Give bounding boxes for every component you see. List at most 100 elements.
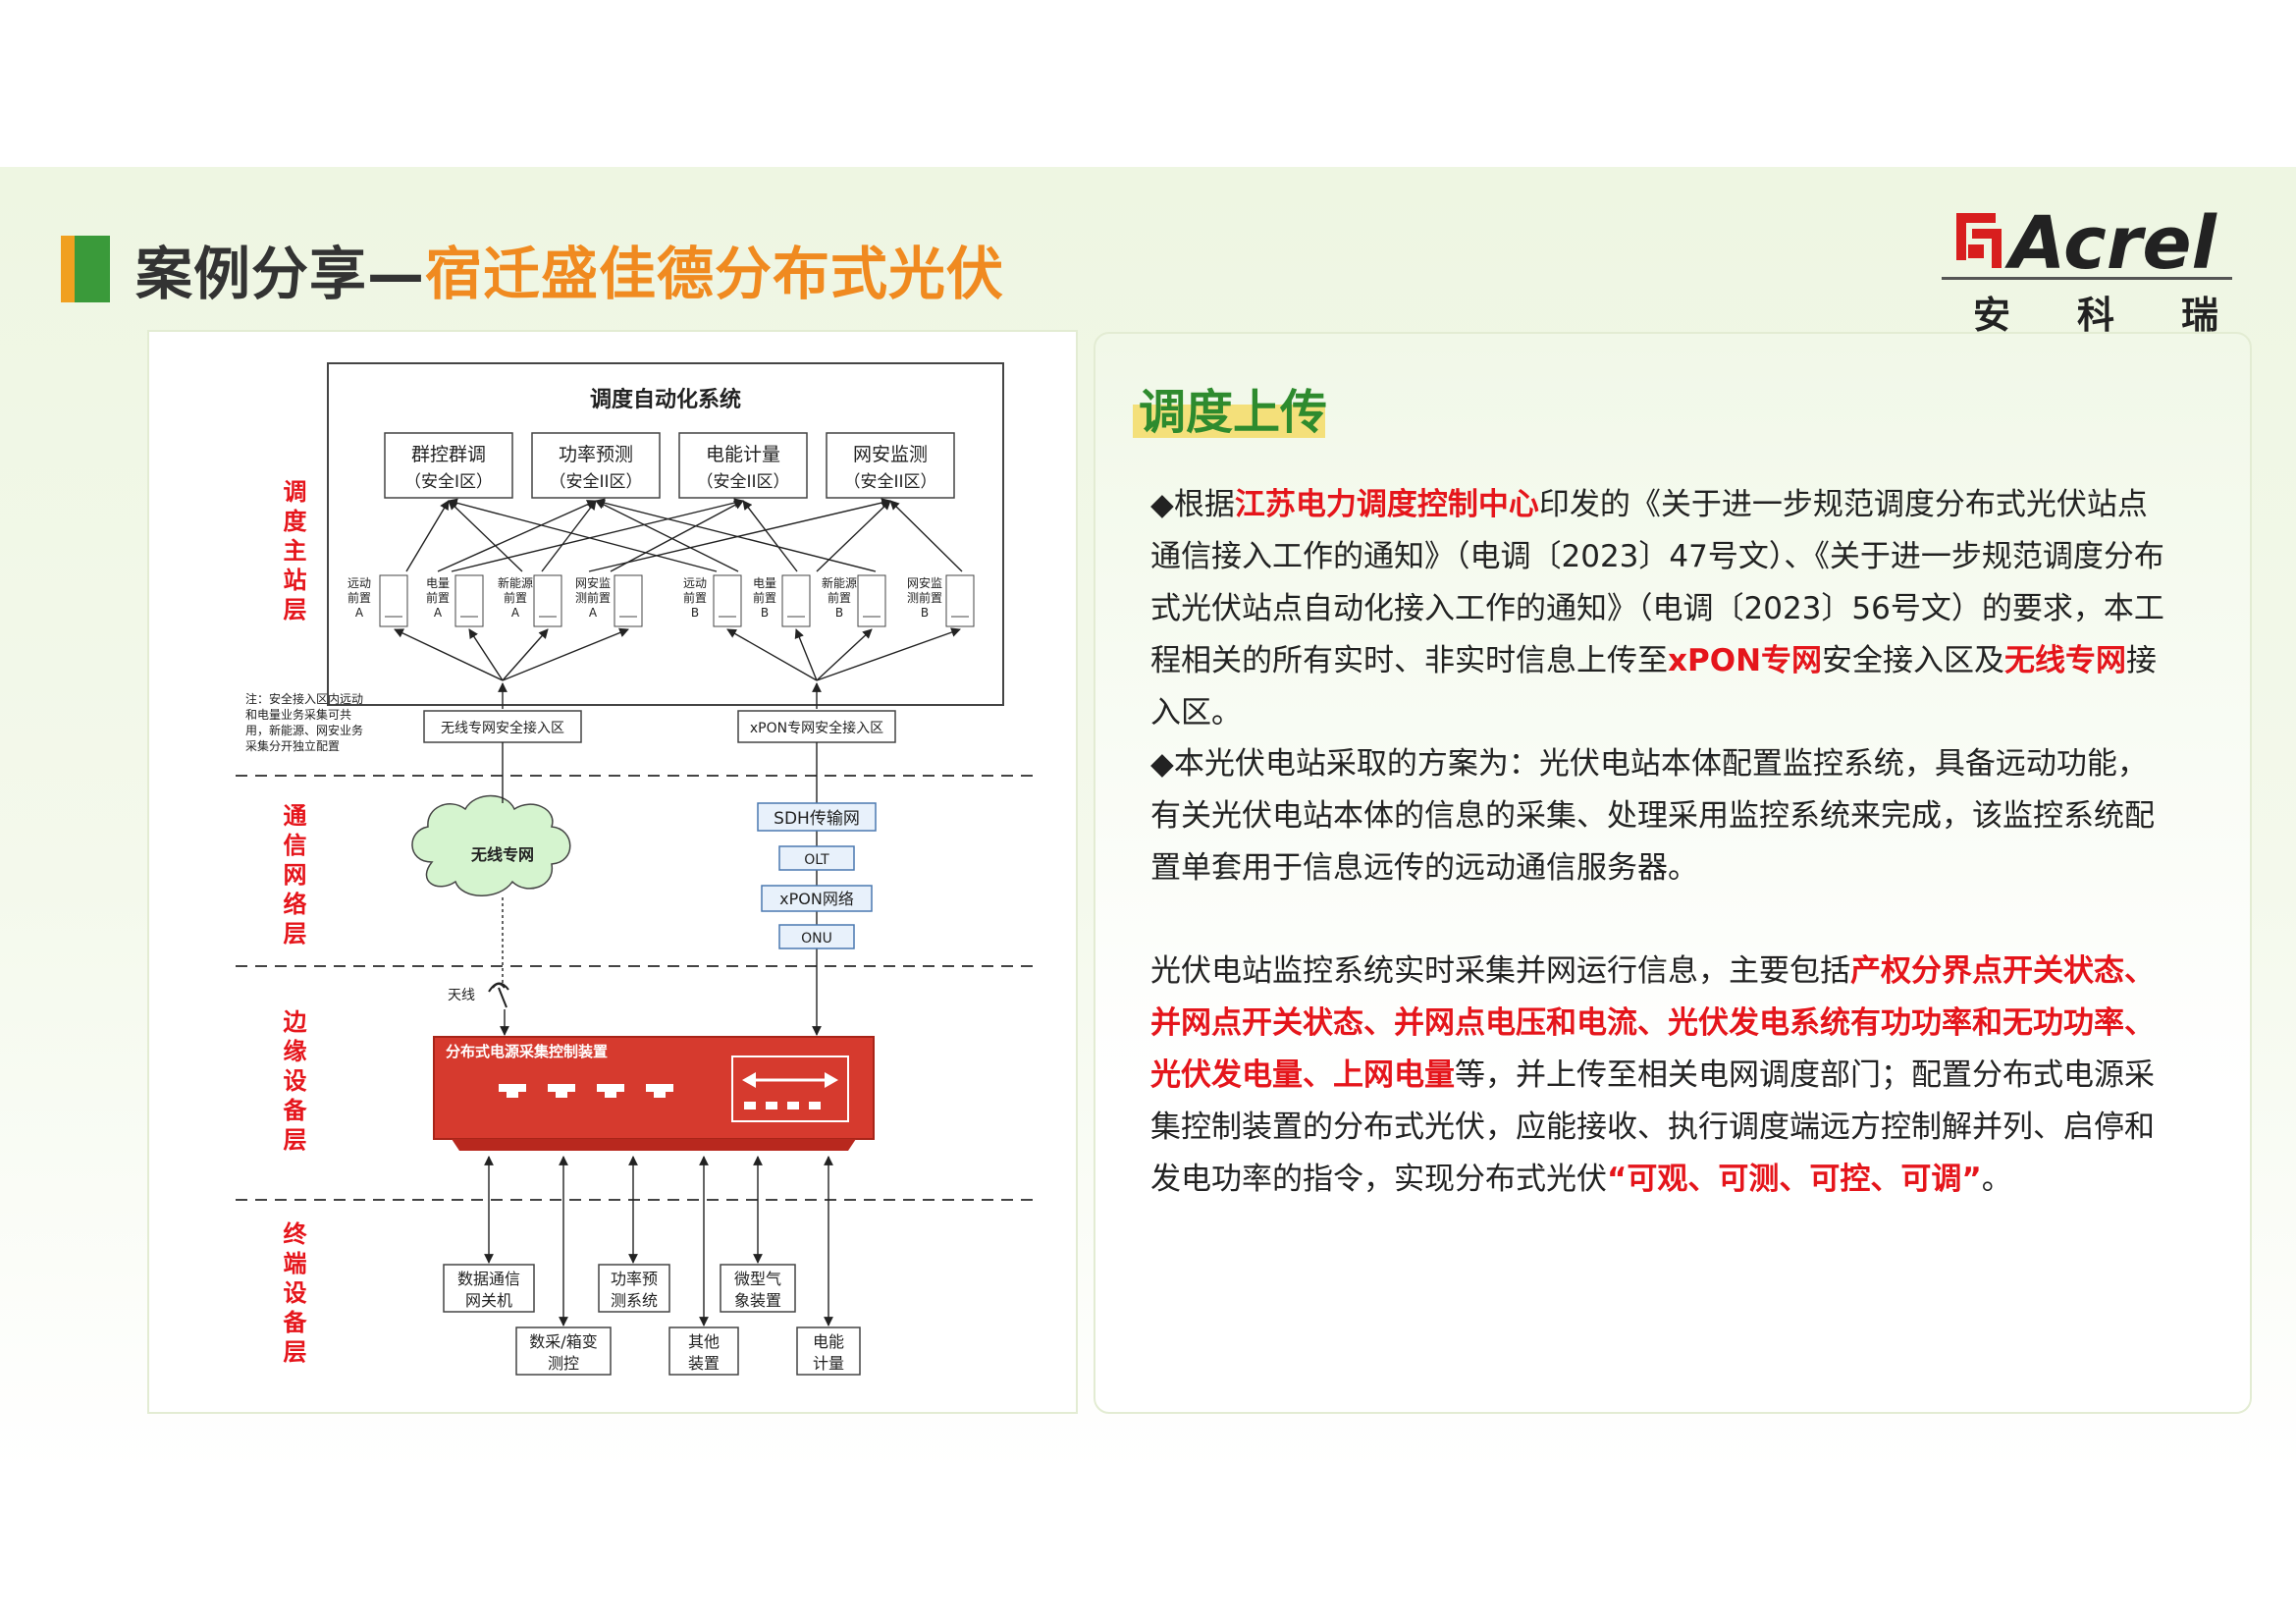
front-unit-a1: 远动 前置 A — [347, 574, 408, 627]
paragraph-run-highlight: “可观、可测、可控、可调” — [1607, 1162, 1982, 1197]
logo-cn-char: 安 — [1973, 294, 2011, 337]
front-unit-line: 测前置 — [575, 590, 611, 605]
front-unit-line: 新能源 — [498, 575, 533, 590]
sdh-network-label: SDH传输网 — [774, 809, 860, 829]
top-box-line2: （安全II区） — [696, 472, 789, 492]
acrel-logo-mark-icon — [1956, 213, 2002, 268]
terminal-box: 数采/箱变 测控 — [515, 1326, 612, 1376]
title-accent-green — [75, 236, 110, 302]
olt-box — [778, 845, 855, 871]
terminal-line2: 计量 — [813, 1354, 844, 1373]
front-unit-line: 新能源 — [822, 575, 857, 590]
front-unit-line: A — [434, 606, 443, 620]
terminal-line2: 测系统 — [611, 1291, 658, 1310]
access-to-front-arrows — [394, 627, 961, 709]
top-box: 电能计量 （安全II区） — [678, 432, 808, 499]
front-units: 远动 前置 A 电量 前置 A 新能源 前置 A 网安监 测前置 A 远动 前置… — [347, 574, 975, 627]
terminal-box: 其他 装置 — [668, 1326, 739, 1376]
top-box-line2: （安全II区） — [843, 472, 936, 492]
top-box-line2: （安全I区） — [404, 472, 493, 492]
top-box-line1: 群控群调 — [411, 444, 486, 465]
xpon-network-label: xPON网络 — [779, 890, 854, 908]
top-box-line1: 电能计量 — [706, 444, 780, 465]
wireless-access-zone — [423, 710, 582, 743]
antenna-icon — [488, 982, 509, 1008]
page-title-main: 案例分享— — [135, 241, 426, 307]
front-unit-line: 前置 — [347, 590, 371, 605]
paragraph-run: 安全接入区及 — [1822, 643, 2005, 678]
logo-cn-char: 科 — [2076, 294, 2114, 337]
terminal-line2: 装置 — [688, 1354, 720, 1373]
terminal-line2: 网关机 — [465, 1291, 512, 1310]
terminal-line2: 象装置 — [734, 1291, 781, 1310]
front-unit-b3: 新能源 前置 B — [822, 574, 886, 627]
front-unit-line: A — [511, 606, 520, 620]
onu-label: ONU — [801, 931, 832, 947]
title-accent-orange — [61, 236, 75, 302]
front-unit-line: B — [835, 606, 843, 620]
front-unit-line: 前置 — [426, 590, 450, 605]
xpon-network-box — [761, 885, 873, 912]
terminal-line2: 测控 — [548, 1354, 579, 1373]
top-box: 网安监测 （安全II区） — [826, 432, 955, 499]
device-to-terminal-arrows — [484, 1156, 833, 1326]
terminal-box: 数据通信 网关机 — [443, 1264, 535, 1313]
front-unit-b1: 远动 前置 B — [683, 574, 742, 627]
edge-device-base — [452, 1139, 856, 1151]
layer-labels: 调度主站层 通信网络层 边缘设备层 终端设备层 — [279, 479, 307, 1369]
front-unit-line: A — [355, 606, 364, 620]
front-unit-line: 网安监 — [575, 575, 611, 590]
front-unit-line: B — [921, 606, 929, 620]
paragraph-run: 等，并上传至相关电网调度部门；配置分布式电源采集控制装置的分布式光伏，应能接收、… — [1150, 1057, 2155, 1197]
edge-device-label: 分布式电源采集控制装置 — [446, 1043, 608, 1060]
top-box-line2: （安全II区） — [549, 472, 642, 492]
dispatch-system-title: 调度自动化系统 — [590, 387, 741, 412]
wireless-cloud-label: 无线专网 — [470, 845, 534, 864]
paragraph-run: 光伏电站监控系统实时采集并网运行信息，主要包括 — [1150, 953, 1850, 989]
edge-device-interface-panel — [731, 1056, 849, 1122]
logo-divider — [1942, 277, 2232, 280]
paragraph-run-highlight: 江苏电力调度控制中心 — [1234, 487, 1539, 522]
section-title-highlight — [1133, 405, 1325, 438]
paragraph-1: ◆根据江苏电力调度控制中心印发的《关于进一步规范调度分布式光伏站点通信接入工作的… — [1150, 479, 2171, 739]
front-unit-a2: 电量 前置 A — [426, 574, 484, 627]
front-unit-a3: 新能源 前置 A — [498, 574, 562, 627]
logo-brand-text: Acrel — [2004, 201, 2218, 286]
note-line: 采集分开独立配置 — [245, 738, 340, 753]
front-unit-line: B — [691, 606, 699, 620]
dispatch-system-frame — [327, 362, 1004, 706]
front-unit-a4: 网安监 测前置 A — [575, 574, 643, 627]
terminal-boxes: 数据通信 网关机 功率预 测系统 微型气 象装置 数采/箱变 测控 其他 装置 … — [443, 1264, 861, 1376]
note-line: 和电量业务采集可共 — [245, 707, 351, 722]
paragraph-run: 。 — [1981, 1162, 2012, 1197]
paragraph-run: ◆本光伏电站采取的方案为：光伏电站本体配置监控系统，具备远动功能，有关光伏电站本… — [1150, 746, 2155, 886]
note-line: 用，新能源、网安业务 — [245, 723, 363, 737]
top-box: 群控群调 （安全I区） — [384, 432, 513, 499]
terminal-line1: 电能 — [813, 1332, 844, 1351]
front-unit-line: 前置 — [753, 590, 776, 605]
front-to-top-arrows — [405, 498, 963, 572]
page-title-highlight: 宿迁盛佳德分布式光伏 — [425, 241, 1005, 307]
architecture-diagram: 调度自动化系统 群控群调 （安全I区） 功率预测 （安全II区） 电能计量 （安… — [236, 362, 1033, 1376]
note-text: 注：安全接入区内远动 和电量业务采集可共 用，新能源、网安业务 采集分开独立配置 — [245, 691, 363, 753]
text-panel — [1094, 332, 2252, 1414]
terminal-line1: 微型气 — [734, 1270, 781, 1288]
front-unit-line: B — [761, 606, 769, 620]
diagram-panel: 调度自动化系统 群控群调 （安全I区） 功率预测 （安全II区） 电能计量 （安… — [147, 330, 1078, 1414]
top-box: 功率预测 （安全II区） — [531, 432, 661, 499]
front-unit-line: 前置 — [504, 590, 527, 605]
section-title: 调度上传 — [1139, 385, 1328, 440]
xpon-access-zone — [737, 710, 896, 743]
wireless-cloud-icon — [411, 794, 571, 896]
bidirectional-arrow-icon — [742, 1072, 838, 1110]
acrel-logo: Acrel — [1956, 201, 2218, 286]
layer-label-terminal: 终端设备层 — [279, 1220, 307, 1369]
layer-label-network: 通信网络层 — [279, 803, 306, 950]
front-unit-line: 前置 — [828, 590, 851, 605]
terminal-line1: 数据通信 — [457, 1270, 520, 1288]
front-unit-b4: 网安监 测前置 B — [907, 574, 975, 627]
onu-box — [778, 924, 855, 949]
terminal-line1: 数采/箱变 — [529, 1332, 597, 1351]
top-box-line1: 网安监测 — [853, 444, 928, 465]
paragraph-3: 光伏电站监控系统实时采集并网运行信息，主要包括产权分界点开关状态、并网点开关状态… — [1150, 946, 2171, 1206]
